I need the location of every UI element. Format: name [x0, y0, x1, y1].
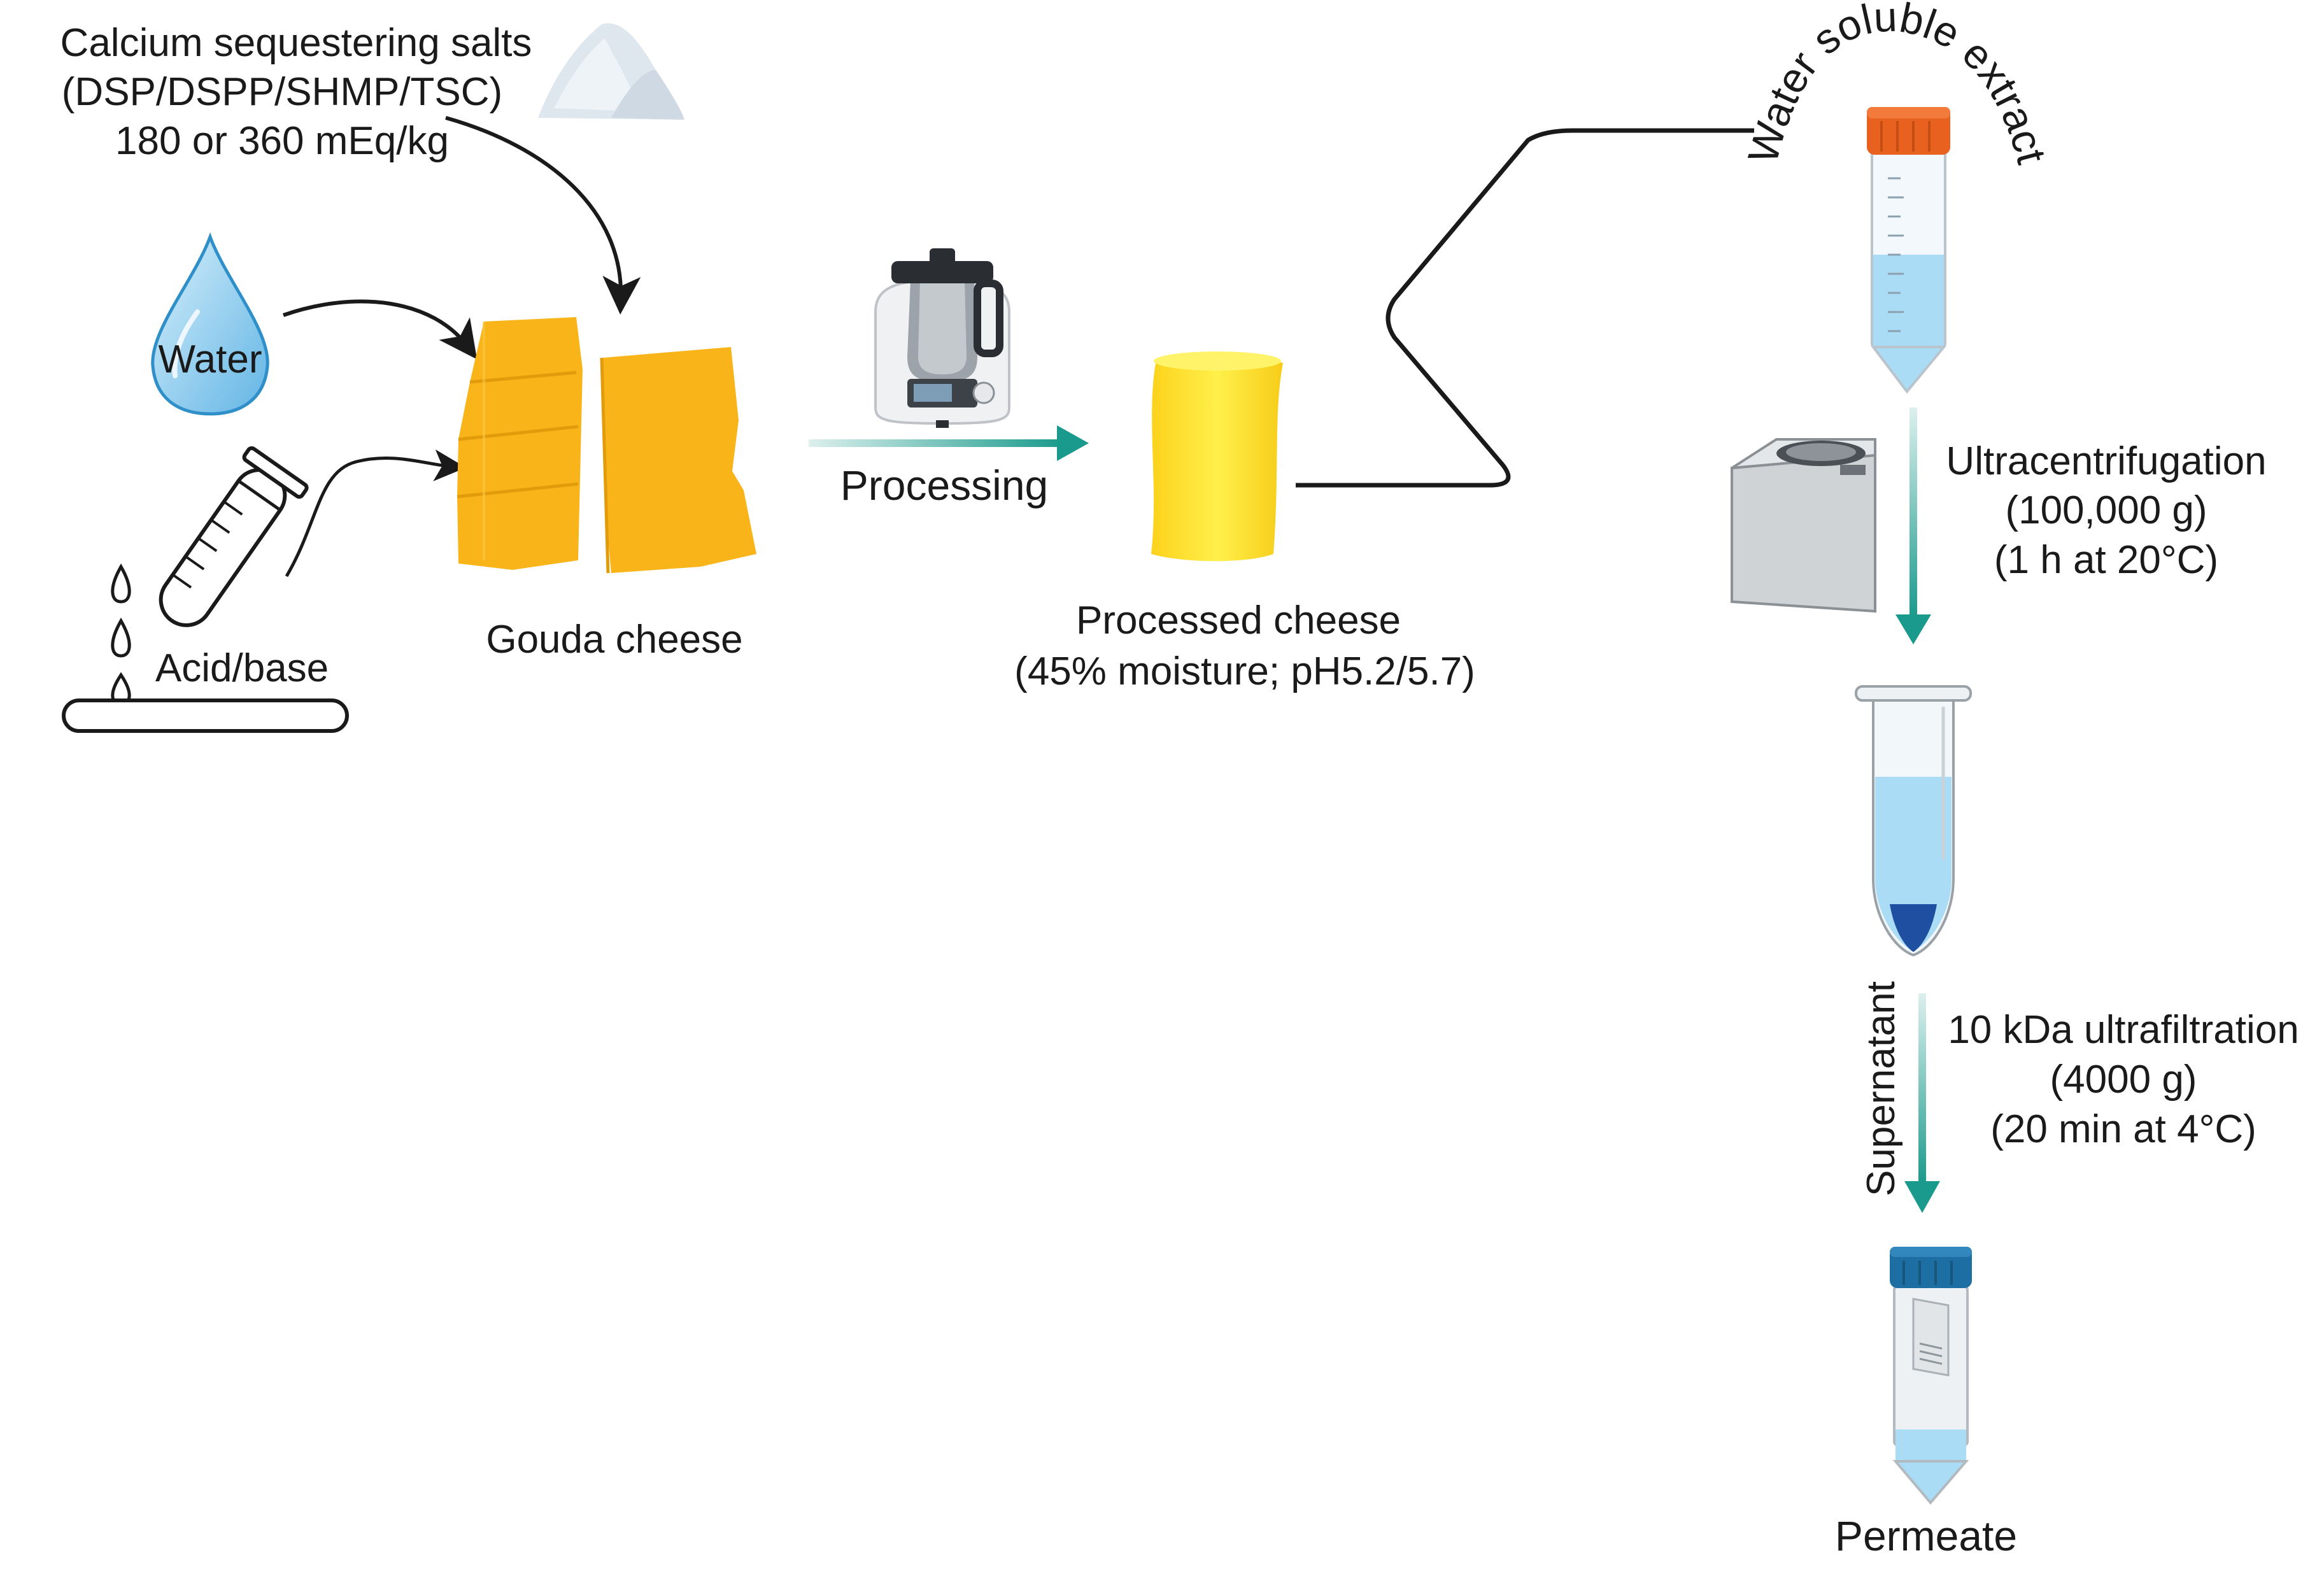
svg-text:(DSP/DSPP/SHMP/TSC): (DSP/DSPP/SHMP/TSC) — [62, 70, 502, 114]
food-processor-icon — [874, 248, 1010, 428]
svg-text:(100,000 g): (100,000 g) — [2005, 488, 2207, 532]
salt-pile-icon — [538, 23, 684, 120]
svg-text:(20 min at 4°C): (20 min at 4°C) — [1990, 1107, 2257, 1151]
processed-cheese-icon — [1151, 351, 1283, 562]
ultrafiltration-arrow — [1904, 993, 1940, 1213]
ultracentrifugation-arrow — [1895, 408, 1931, 644]
supernatant-label: Supernatant — [1859, 981, 1903, 1196]
acid-base-label: Acid/base — [155, 646, 329, 690]
eppendorf-tube-icon — [1855, 685, 1972, 957]
salts-to-cheese-arrow — [445, 116, 641, 315]
water-to-cheese-arrow — [283, 299, 478, 360]
test-tube-icon — [62, 446, 349, 733]
svg-text:180 or 360 mEq/kg: 180 or 360 mEq/kg — [115, 119, 449, 163]
svg-text:10 kDa ultrafiltration: 10 kDa ultrafiltration — [1948, 1008, 2299, 1052]
falcon-tube-icon — [1867, 107, 1950, 394]
processed-cheese-label: Processed cheese (45% moisture; pH5.2/5.… — [1014, 599, 1475, 693]
gouda-label: Gouda cheese — [486, 618, 742, 662]
centrifuge-icon — [1731, 438, 1876, 613]
permeate-label: Permeate — [1835, 1512, 2017, 1559]
processing-arrow — [809, 425, 1089, 461]
extraction-connector-line — [1296, 128, 1754, 488]
acid-to-cheese-arrow — [285, 449, 466, 578]
water-label: Water — [158, 337, 262, 381]
svg-text:Ultracentrifugation: Ultracentrifugation — [1946, 439, 2266, 483]
water-drop-icon — [151, 232, 269, 416]
salts-label: Calcium sequestering salts (DSP/DSPP/SHM… — [60, 21, 532, 163]
cheese-block-icon — [457, 317, 756, 574]
svg-text:Processed cheese: Processed cheese — [1076, 599, 1401, 642]
svg-text:Calcium sequestering salts: Calcium sequestering salts — [60, 21, 532, 65]
svg-text:(4000 g): (4000 g) — [2050, 1058, 2197, 1102]
permeate-tube-icon — [1890, 1247, 1972, 1505]
ultrafiltration-label: 10 kDa ultrafiltration (4000 g) (20 min … — [1948, 1008, 2299, 1151]
svg-text:(1 h at 20°C): (1 h at 20°C) — [1994, 538, 2218, 582]
ultracentrifugation-label: Ultracentrifugation (100,000 g) (1 h at … — [1946, 439, 2266, 582]
svg-text:(45% moisture; pH5.2/5.7): (45% moisture; pH5.2/5.7) — [1014, 649, 1475, 693]
processing-label: Processing — [840, 462, 1049, 509]
